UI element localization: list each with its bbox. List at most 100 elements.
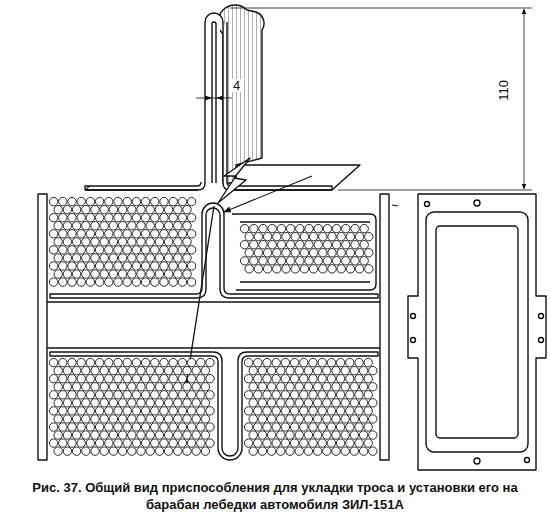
cable-coil	[123, 214, 131, 222]
cable-coil	[95, 375, 103, 383]
cable-coil	[72, 222, 80, 230]
cable-coil	[146, 254, 154, 262]
cable-coil	[49, 439, 57, 447]
cable-coil	[72, 431, 80, 439]
cable-coil	[263, 358, 271, 366]
cable-coil	[286, 366, 294, 374]
cable-coil	[146, 205, 154, 213]
cable-coil	[250, 224, 258, 232]
cable-coil	[114, 197, 122, 205]
cable-coil	[86, 375, 94, 383]
cable-coil	[68, 391, 76, 399]
cable-coil	[141, 230, 149, 238]
cable-coil	[160, 391, 168, 399]
cable-coil	[318, 439, 326, 447]
cable-coil	[118, 415, 126, 423]
cable-coil	[206, 391, 214, 399]
cable-coil	[277, 383, 285, 391]
cable-coil	[164, 205, 172, 213]
cable-coil	[86, 262, 94, 270]
cable-coil	[277, 241, 285, 249]
cable-coil	[282, 265, 290, 273]
cable-coil	[169, 423, 177, 431]
extension-line	[230, 8, 532, 9]
cable-coil	[309, 407, 317, 415]
cable-coil	[155, 222, 163, 230]
cable-coil	[309, 391, 317, 399]
cable-coil	[323, 431, 331, 439]
right-flange	[380, 194, 389, 460]
cable-coil	[277, 447, 285, 455]
cable-coil	[123, 358, 131, 366]
cable-coil	[160, 278, 168, 286]
cable-coil	[350, 447, 358, 455]
cable-coil	[77, 214, 85, 222]
cable-coil	[105, 214, 113, 222]
cable-coil	[300, 391, 308, 399]
cable-coil	[364, 423, 372, 431]
cable-coil	[54, 238, 62, 246]
cable-coil	[141, 375, 149, 383]
cable-coil	[63, 205, 71, 213]
cable-coil	[281, 391, 289, 399]
cable-coil	[332, 415, 340, 423]
cable-coil	[263, 265, 271, 273]
cable-coil	[82, 366, 90, 374]
cable-coil	[267, 447, 275, 455]
cable-coil	[244, 439, 252, 447]
cable-coil	[109, 238, 117, 246]
cable-coil	[314, 224, 322, 232]
cable-coil	[369, 447, 377, 455]
cable-coil	[355, 439, 363, 447]
cable-coil	[359, 366, 367, 374]
cable-coil	[49, 391, 57, 399]
cable-coil	[244, 391, 252, 399]
cable-coil	[183, 415, 191, 423]
cable-coil	[281, 439, 289, 447]
cable-coil	[63, 383, 71, 391]
cable-coil	[295, 447, 303, 455]
cable-coil	[141, 358, 149, 366]
cable-coil	[155, 205, 163, 213]
cable-coil	[201, 415, 209, 423]
dimension-value: 110	[496, 79, 509, 102]
cable-coil	[290, 439, 298, 447]
cable-coil	[49, 278, 57, 286]
cable-coil	[197, 375, 205, 383]
cable-coil	[350, 383, 358, 391]
cable-coil	[118, 205, 126, 213]
cable-coil	[341, 383, 349, 391]
cable-coil	[351, 224, 359, 232]
cable-coil	[54, 254, 62, 262]
cable-coil	[187, 391, 195, 399]
cable-coil	[160, 262, 168, 270]
cable-coil	[258, 415, 266, 423]
cable-coil	[49, 423, 57, 431]
cable-coil	[91, 270, 99, 278]
cable-coil	[332, 241, 340, 249]
cable-coil	[323, 447, 331, 455]
cable-coil	[323, 383, 331, 391]
cable-coil	[336, 423, 344, 431]
cable-coil	[100, 431, 108, 439]
cable-coil	[342, 224, 350, 232]
cable-coil	[123, 197, 131, 205]
cable-coil	[114, 439, 122, 447]
cable-coil	[369, 415, 377, 423]
cable-coil	[295, 383, 303, 391]
cable-coil	[160, 375, 168, 383]
cable-coil	[59, 407, 67, 415]
cable-coil	[295, 366, 303, 374]
cable-coil	[105, 246, 113, 254]
cable-coil	[313, 366, 321, 374]
cable-coil	[305, 257, 313, 265]
cable-coil	[146, 270, 154, 278]
cable-coil	[82, 431, 90, 439]
cable-coil	[95, 214, 103, 222]
cable-coil	[267, 366, 275, 374]
cable-coil	[183, 254, 191, 262]
cable-coil	[178, 391, 186, 399]
cable-coil	[86, 358, 94, 366]
cable-coil	[258, 383, 266, 391]
cable-coil	[359, 399, 367, 407]
